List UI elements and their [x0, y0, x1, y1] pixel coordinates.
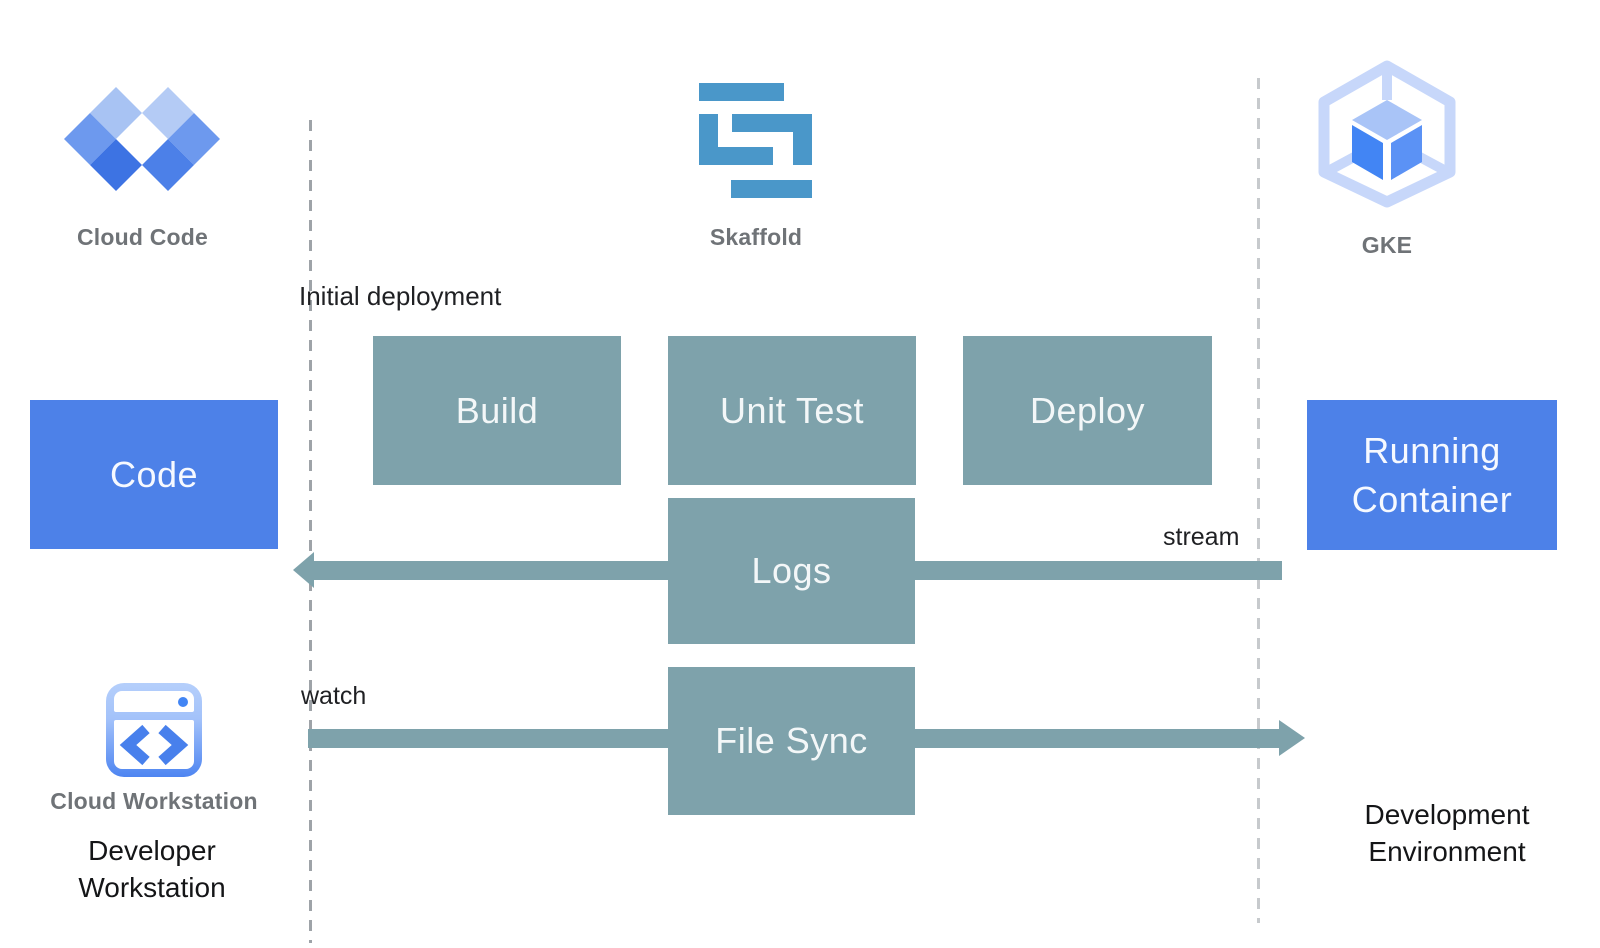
cloud-workstation-label: Cloud Workstation — [50, 788, 258, 814]
left-swimlane-divider — [309, 120, 312, 943]
file-sync-node: File Sync — [668, 667, 915, 815]
deploy-node: Deploy — [963, 336, 1212, 485]
cloud-workstation-icon-body — [114, 720, 194, 769]
logs-node: Logs — [668, 498, 915, 644]
stream-label: stream — [1163, 523, 1240, 551]
cloud-workstation-icon-titlebar — [114, 691, 194, 712]
file-sync-arrowhead — [1279, 720, 1305, 756]
logs-stream-arrowhead — [293, 552, 314, 588]
development-environment-caption: Development Environment — [1364, 799, 1530, 867]
skaffold-label: Skaffold — [709, 224, 803, 250]
skaffold-icon — [699, 83, 812, 198]
code-node: Code — [30, 400, 278, 549]
cloud-code-label: Cloud Code — [76, 224, 209, 250]
code-brackets-icon — [119, 724, 189, 765]
right-swimlane-divider — [1257, 78, 1260, 923]
developer-workstation-caption: Developer Workstation — [78, 835, 226, 903]
cloud-workstation-icon — [106, 683, 202, 777]
initial-deployment-label: Initial deployment — [299, 281, 502, 311]
build-node: Build — [373, 336, 621, 485]
cloud-code-icon — [64, 87, 220, 191]
cloud-workstation-icon-dot — [178, 697, 188, 707]
running-container-node: Running Container — [1307, 400, 1557, 550]
gke-icon — [1318, 60, 1456, 208]
unit-test-node: Unit Test — [668, 336, 916, 485]
watch-label: watch — [301, 682, 367, 710]
gke-label: GKE — [1361, 232, 1413, 258]
